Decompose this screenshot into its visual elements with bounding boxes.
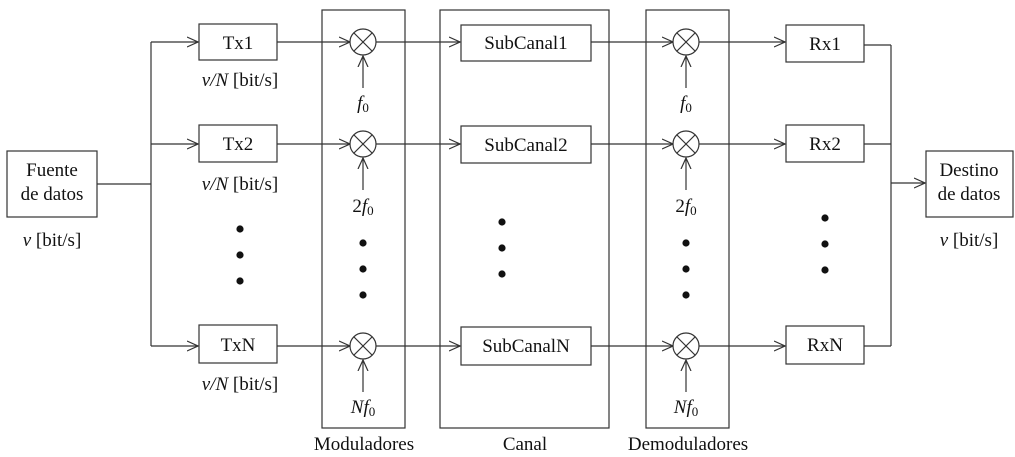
source-rate: v [bit/s] <box>23 230 82 251</box>
destination-rate: v [bit/s] <box>940 230 999 251</box>
tx-label-n: TxN <box>221 335 256 356</box>
subchannel-box-n <box>460 326 592 366</box>
demod-freq-n: Nf0 <box>673 397 698 419</box>
modulator-mixer-2 <box>349 130 377 158</box>
mod-freq-1: f0 <box>357 93 369 115</box>
source-label-line2: de datos <box>21 184 84 205</box>
demodulators-label: Demoduladores <box>628 434 748 455</box>
channel-label: Canal <box>503 434 547 455</box>
tx-rate-1: v/N [bit/s] <box>202 70 279 91</box>
source-box <box>6 150 98 218</box>
demodulator-mixer-1 <box>672 28 700 56</box>
tx-box-1 <box>198 23 278 61</box>
rx-ellipsis <box>821 214 829 274</box>
demodulator-ellipsis <box>682 239 690 299</box>
rx-label-1: Rx1 <box>809 34 841 55</box>
demodulator-mixer-2 <box>672 130 700 158</box>
rx-box-n <box>785 325 865 365</box>
source-label-line1: Fuente <box>26 160 78 181</box>
subchannel-label-2: SubCanal2 <box>484 135 567 156</box>
modulator-mixer-1 <box>349 28 377 56</box>
subchannel-label-1: SubCanal1 <box>484 33 567 54</box>
modulator-ellipsis <box>359 239 367 299</box>
channel-group <box>439 9 610 429</box>
tx-label-2: Tx2 <box>223 134 254 155</box>
mod-freq-n: Nf0 <box>350 397 375 419</box>
rx-label-2: Rx2 <box>809 134 841 155</box>
rx-box-2 <box>785 124 865 163</box>
demodulators-group <box>645 9 730 429</box>
destination-label-line1: Destino <box>939 160 998 181</box>
subchannel-box-2 <box>460 125 592 164</box>
mod-freq-2: 2f0 <box>352 196 373 218</box>
subchannel-box-1 <box>460 24 592 62</box>
demod-freq-1: f0 <box>680 93 692 115</box>
demodulator-mixer-n <box>672 332 700 360</box>
rx-label-n: RxN <box>807 335 843 356</box>
destination-label-line2: de datos <box>938 184 1001 205</box>
subchannel-label-n: SubCanalN <box>482 336 570 357</box>
tx-rate-2: v/N [bit/s] <box>202 174 279 195</box>
modulator-mixer-n <box>349 332 377 360</box>
demod-freq-2: 2f0 <box>675 196 696 218</box>
tx-label-1: Tx1 <box>223 33 254 54</box>
tx-box-2 <box>198 124 278 163</box>
tx-ellipsis <box>236 225 244 285</box>
rx-box-1 <box>785 24 865 63</box>
tx-box-n <box>198 324 278 364</box>
modulators-label: Moduladores <box>314 434 414 455</box>
channel-ellipsis <box>498 218 506 278</box>
destination-box <box>925 150 1014 218</box>
modulators-group <box>321 9 406 429</box>
tx-rate-n: v/N [bit/s] <box>202 374 279 395</box>
